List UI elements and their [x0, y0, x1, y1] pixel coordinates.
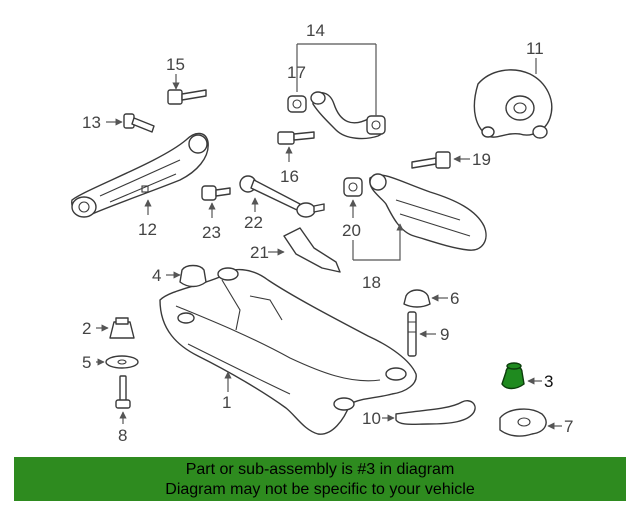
callout-22: 22 [244, 213, 263, 232]
bolt-8-part [115, 375, 131, 424]
info-banner: Part or sub-assembly is #3 in diagram Di… [14, 457, 626, 501]
callout-6: 6 [450, 289, 459, 308]
mount-4-part [166, 264, 207, 288]
callout-8: 8 [118, 426, 127, 445]
stud-9-part [407, 311, 436, 357]
banner-line-2: Diagram may not be specific to your vehi… [165, 481, 475, 498]
washer-5-part [96, 355, 139, 369]
callout-20: 20 [342, 221, 361, 240]
bushing-20-part [343, 177, 363, 218]
bushing-17-part [287, 95, 307, 113]
callout-13: 13 [82, 113, 101, 132]
callout-19: 19 [472, 150, 491, 169]
callout-7: 7 [564, 417, 573, 436]
callout-2: 2 [82, 319, 91, 338]
callout-21: 21 [250, 243, 269, 262]
callout-4: 4 [152, 266, 161, 285]
callout-12: 12 [138, 220, 157, 239]
bushing-2-part [96, 317, 135, 339]
callout-1: 1 [222, 393, 231, 412]
callout-17: 17 [287, 63, 306, 82]
plate-10-part [382, 400, 476, 426]
banner-line-1: Part or sub-assembly is #3 in diagram [185, 461, 455, 478]
subframe-1-part [159, 267, 417, 435]
bracket-21-part [268, 227, 341, 273]
callout-15: 15 [166, 55, 185, 74]
bolt-13-part [106, 113, 155, 133]
lower-arm-12-part [71, 132, 209, 218]
parts-diagram: 1 2 3 4 5 6 7 8 9 10 11 12 13 14 15 16 1… [71, 21, 573, 445]
upper-control-arm-part [296, 43, 386, 140]
trailing-arm-18-part [352, 173, 487, 261]
callout-16: 16 [280, 167, 299, 186]
callout-10: 10 [362, 409, 381, 428]
callout-14: 14 [306, 21, 325, 40]
bolt-15-part [167, 74, 207, 105]
callout-5: 5 [82, 353, 91, 372]
bolt-19-part [411, 151, 470, 169]
callout-23: 23 [202, 223, 221, 242]
knuckle-11-part [473, 58, 553, 139]
bracket-7-part [499, 408, 562, 437]
bolt-23-part [201, 185, 231, 218]
callout-labels: 1 2 3 4 5 6 7 8 9 10 11 12 13 14 15 16 1… [82, 21, 573, 445]
callout-9: 9 [440, 325, 449, 344]
bolt-16-part [277, 131, 315, 162]
mount-6-part [403, 289, 448, 308]
link-rod-22-part [239, 175, 325, 218]
bushing-3-highlighted-part [501, 362, 542, 390]
callout-18: 18 [362, 273, 381, 292]
callout-3: 3 [544, 372, 553, 391]
callout-11: 11 [526, 39, 544, 58]
